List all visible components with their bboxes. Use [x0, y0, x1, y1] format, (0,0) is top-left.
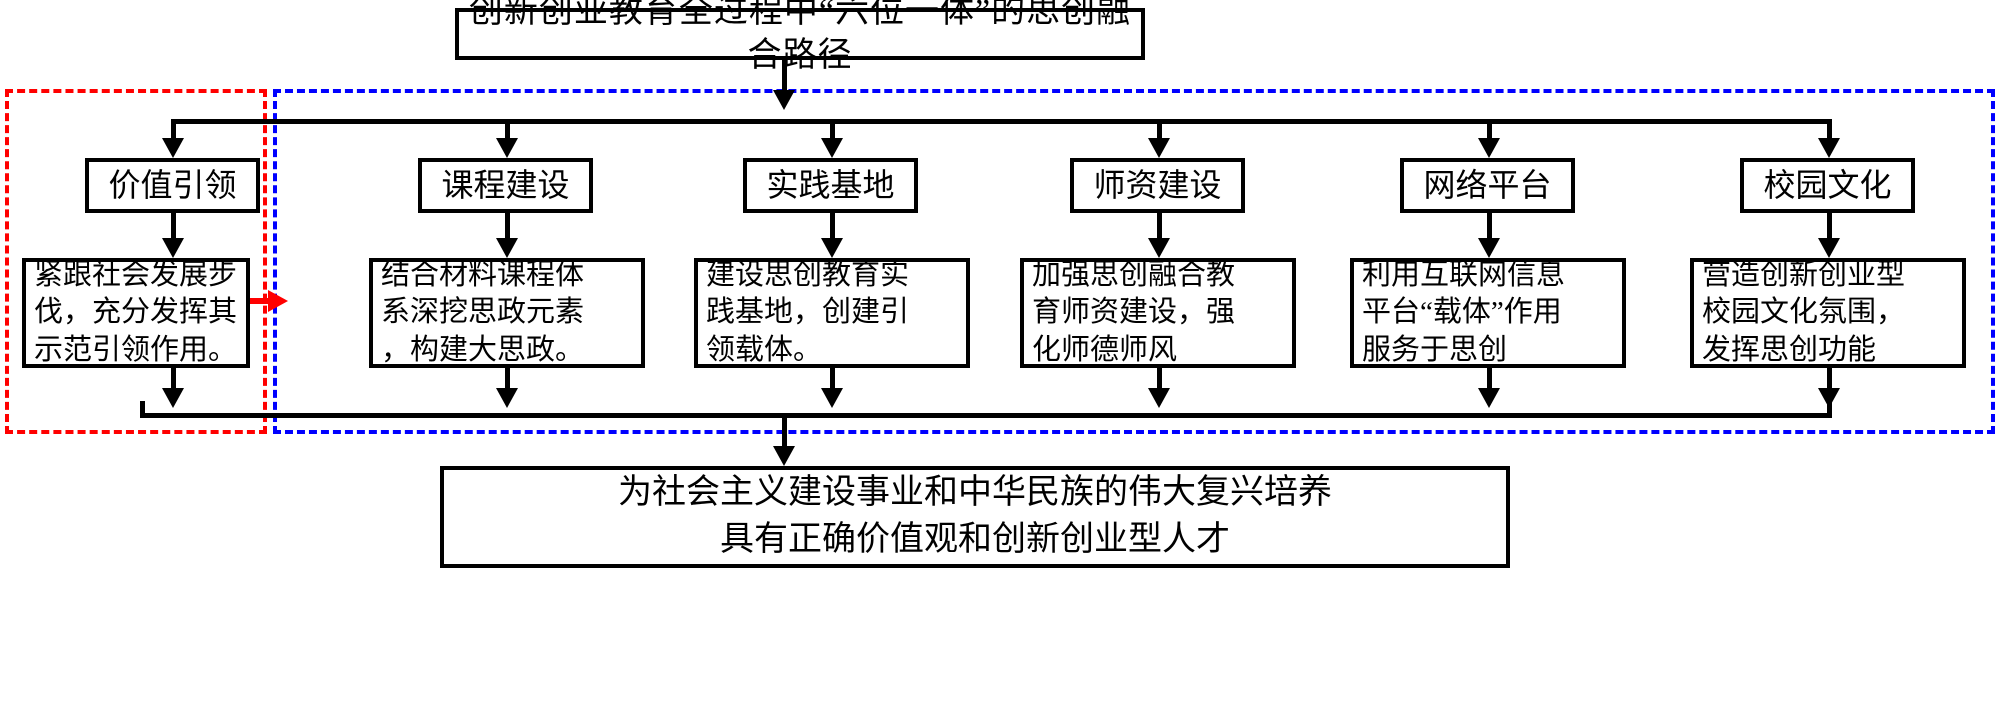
detail-box-2: 结合材料课程体 系深挖思政元素 ，构建大思政。 [369, 258, 645, 368]
col5-mid-line [1487, 213, 1492, 241]
col1-out-arrow [162, 388, 184, 408]
col4-mid-arrow [1148, 238, 1170, 258]
detail-text-5: 利用互联网信息 平台“载体”作用 服务于思创 [1362, 257, 1614, 368]
label-text-3: 实践基地 [766, 167, 895, 204]
col3-bus-arrow [821, 138, 843, 158]
detail-line: 践基地，创建引 [706, 296, 910, 329]
detail-box-5: 利用互联网信息 平台“载体”作用 服务于思创 [1350, 258, 1626, 368]
detail-line: 建设思创教育实 [706, 259, 910, 292]
title-text: 创新创业教育全过程中“六位一体”的思创融合路径 [468, 0, 1132, 74]
col3-bus-drop [830, 119, 835, 141]
label-text-2: 课程建设 [441, 167, 570, 204]
col2-mid-line [505, 213, 510, 241]
col5-bus-drop [1487, 119, 1492, 141]
col4-bus-arrow [1148, 138, 1170, 158]
detail-line: 领载体。 [706, 333, 823, 366]
col2-out-line [505, 368, 510, 390]
label-box-5: 网络平台 [1400, 158, 1575, 213]
title-down-line [782, 60, 787, 92]
col6-mid-arrow [1818, 238, 1840, 258]
conclusion-feed-arrow [773, 446, 795, 466]
detail-text-3: 建设思创教育实 践基地，创建引 领载体。 [706, 257, 958, 368]
conclusion-feed-line [782, 413, 787, 449]
distribution-bus [171, 119, 1832, 124]
col2-mid-arrow [496, 238, 518, 258]
col3-out-line [830, 368, 835, 390]
conclusion-line-1: 为社会主义建设事业和中华民族的伟大复兴培养 [618, 474, 1332, 512]
detail-line: 结合材料课程体 [381, 259, 585, 292]
col6-mid-line [1827, 213, 1832, 241]
col6-bus-arrow [1818, 138, 1840, 158]
label-box-1: 价值引领 [85, 158, 260, 213]
detail-line: 平台“载体”作用 [1362, 296, 1562, 329]
label-box-2: 课程建设 [418, 158, 593, 213]
col5-mid-arrow [1478, 238, 1500, 258]
conclusion-line-2: 具有正确价值观和创新创业型人才 [720, 521, 1230, 558]
detail-text-2: 结合材料课程体 系深挖思政元素 ，构建大思政。 [381, 257, 633, 368]
collector-left-cap [140, 401, 145, 414]
col1-bus-arrow [162, 138, 184, 158]
detail-text-4: 加强思创融合教 育师资建设，强 化师德师风 [1032, 257, 1284, 368]
label-box-6: 校园文化 [1740, 158, 1915, 213]
col4-out-line [1157, 368, 1162, 390]
label-text-6: 校园文化 [1763, 167, 1892, 204]
col2-bus-drop [505, 119, 510, 141]
col2-out-arrow [496, 388, 518, 408]
detail-text-6: 营造创新创业型 校园文化氛围， 发挥思创功能 [1702, 257, 1954, 368]
col1-bus-drop [171, 119, 176, 141]
col1-mid-line [171, 213, 176, 241]
col2-bus-arrow [496, 138, 518, 158]
col3-mid-arrow [821, 238, 843, 258]
col3-mid-line [830, 213, 835, 241]
col1-mid-arrow [162, 238, 184, 258]
detail-line: 示范引领作用。 [34, 333, 238, 366]
detail-line: 化师德师风 [1032, 333, 1178, 366]
conclusion-box: 为社会主义建设事业和中华民族的伟大复兴培养 具有正确价值观和创新创业型人才 [440, 466, 1510, 568]
detail-box-3: 建设思创教育实 践基地，创建引 领载体。 [694, 258, 970, 368]
label-text-4: 师资建设 [1093, 167, 1222, 204]
col5-out-line [1487, 368, 1492, 390]
detail-line: 服务于思创 [1362, 333, 1508, 366]
detail-line: 发挥思创功能 [1702, 333, 1877, 366]
detail-line: 伐，充分发挥其 [34, 296, 238, 329]
col5-bus-arrow [1478, 138, 1500, 158]
col6-out-arrow [1818, 388, 1840, 408]
col5-out-arrow [1478, 388, 1500, 408]
detail-box-1: 紧跟社会发展步 伐，充分发挥其 示范引领作用。 [22, 258, 250, 368]
col6-out-line [1827, 368, 1832, 390]
collector-bus [140, 413, 1832, 418]
detail-line: 育师资建设，强 [1032, 296, 1236, 329]
red-link-arrow [268, 290, 288, 312]
collector-right-cap [1827, 401, 1832, 414]
title-box: 创新创业教育全过程中“六位一体”的思创融合路径 [455, 0, 1145, 74]
detail-line: 系深挖思政元素 [381, 296, 585, 329]
region-red-value-leading [5, 89, 267, 434]
detail-line: 紧跟社会发展步 [34, 259, 238, 292]
col4-bus-drop [1157, 119, 1162, 141]
detail-box-4: 加强思创融合教 育师资建设，强 化师德师风 [1020, 258, 1296, 368]
label-text-1: 价值引领 [108, 167, 237, 204]
detail-line: ，构建大思政。 [381, 333, 585, 366]
label-box-3: 实践基地 [743, 158, 918, 213]
detail-line: 营造创新创业型 [1702, 259, 1906, 292]
detail-line: 校园文化氛围， [1702, 296, 1906, 329]
label-text-5: 网络平台 [1423, 167, 1552, 204]
col1-out-line [171, 368, 176, 390]
detail-line: 加强思创融合教 [1032, 259, 1236, 292]
detail-text-1: 紧跟社会发展步 伐，充分发挥其 示范引领作用。 [34, 257, 238, 368]
col4-mid-line [1157, 213, 1162, 241]
col3-out-arrow [821, 388, 843, 408]
title-down-arrow [773, 90, 795, 110]
detail-box-6: 营造创新创业型 校园文化氛围， 发挥思创功能 [1690, 258, 1966, 368]
label-box-4: 师资建设 [1070, 158, 1245, 213]
red-link-line [250, 298, 272, 304]
detail-line: 利用互联网信息 [1362, 259, 1566, 292]
region-blue-five-pillars [273, 89, 1995, 434]
col6-bus-drop [1827, 119, 1832, 141]
col4-out-arrow [1148, 388, 1170, 408]
